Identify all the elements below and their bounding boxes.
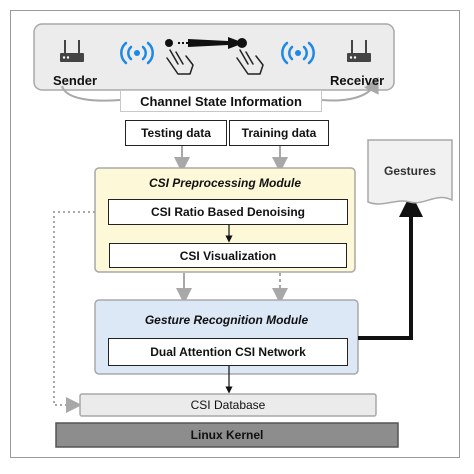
swipe-gesture-arrow — [165, 37, 247, 49]
sender-label: Sender — [53, 73, 98, 88]
gestures-label: Gestures — [383, 164, 437, 178]
database-box — [79, 393, 377, 417]
receiver-label: Receiver — [330, 73, 385, 88]
right-signal-icon — [281, 41, 315, 65]
right-hand-icon — [236, 49, 264, 75]
output-arrow — [358, 193, 423, 340]
kernel-box — [55, 422, 399, 448]
left-signal-icon — [120, 41, 154, 65]
receiver-curve-arrow — [321, 76, 379, 102]
training-data-box: Training data — [229, 120, 329, 146]
network-box: Dual Attention CSI Network — [108, 338, 348, 366]
left-hand-icon — [166, 49, 194, 75]
database-label: CSI Database — [190, 398, 266, 412]
gestures-document-shape — [367, 139, 453, 205]
csi-label: Channel State Information — [120, 90, 322, 112]
feedback-dotted-line — [53, 211, 95, 413]
preprocessing-title: CSI Preprocessing Module — [148, 176, 302, 190]
recognition-title: Gesture Recognition Module — [144, 313, 309, 327]
visualization-box: CSI Visualization — [109, 243, 347, 268]
kernel-label: Linux Kernel — [190, 428, 264, 442]
receiver-router-icon — [347, 40, 371, 62]
sender-router-icon — [60, 40, 84, 62]
testing-data-box: Testing data — [125, 120, 227, 146]
sender-curve-arrow — [61, 85, 121, 102]
denoising-box: CSI Ratio Based Denoising — [108, 199, 348, 225]
